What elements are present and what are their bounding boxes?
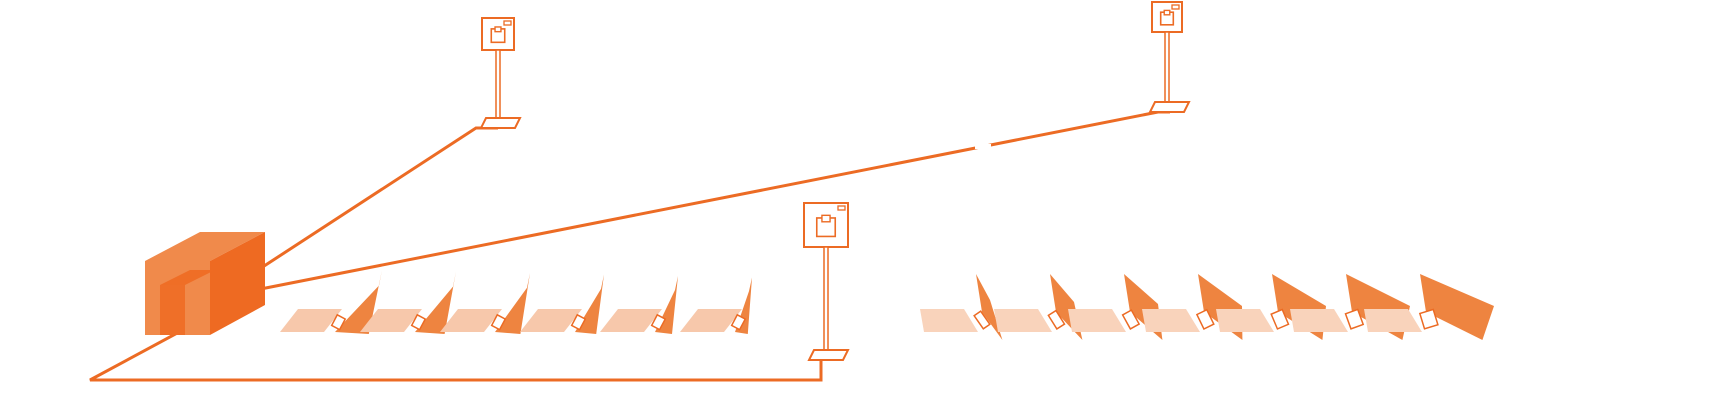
connection-line-pole-3	[89, 308, 823, 382]
signpost-icon	[803, 202, 850, 361]
panel-surface	[1068, 309, 1126, 332]
signpost-base	[1148, 101, 1191, 113]
cube-icon	[145, 232, 265, 335]
panel-surface	[1216, 309, 1274, 332]
signpost-icon	[479, 17, 522, 129]
panel-wing	[495, 273, 530, 334]
signpost-emblem-top	[1163, 9, 1171, 16]
panel-wing	[575, 274, 604, 334]
solar-panel-icon	[1364, 274, 1494, 340]
solar-panel-icon	[280, 270, 382, 334]
solar-panel-icon	[440, 273, 530, 334]
signpost-tab	[837, 205, 846, 211]
left-panel-row	[280, 270, 752, 334]
panel-surface	[280, 309, 342, 332]
signpost-shaft	[823, 246, 829, 357]
cube-inner-front	[160, 285, 185, 335]
solar-panel-icon	[520, 274, 604, 334]
panel-surface	[920, 309, 978, 332]
panel-inverter	[650, 313, 667, 331]
solar-panel-icon	[994, 274, 1083, 340]
panel-wing	[415, 271, 456, 334]
signpost-icon	[1148, 1, 1191, 113]
solar-panel-icon	[600, 276, 678, 334]
pole-group	[479, 1, 1191, 361]
signpost-base	[807, 349, 850, 361]
line-gap-marker	[975, 144, 991, 149]
signpost-tab	[1171, 4, 1180, 10]
panel-surface	[440, 309, 502, 332]
panel-surface	[360, 309, 422, 332]
solar-panel-icon	[680, 277, 752, 334]
panel-inverter	[730, 313, 747, 331]
panel-wing	[1420, 274, 1494, 340]
signpost-emblem-top	[821, 214, 831, 223]
panel-surface	[600, 309, 662, 332]
signpost-board	[481, 17, 515, 51]
panel-wing	[976, 274, 1003, 340]
signpost-tab	[503, 20, 512, 26]
panel-surface	[680, 309, 742, 332]
panel-surface	[1142, 309, 1200, 332]
panel-inverter	[1121, 309, 1141, 330]
panel-inverter	[410, 313, 427, 331]
signpost-shaft	[1164, 31, 1170, 109]
cube-side-face	[210, 232, 265, 335]
cube-inner-top	[160, 270, 215, 285]
signpost-shaft	[495, 49, 501, 125]
solar-panel-icon	[360, 271, 456, 334]
panel-inverter	[1195, 308, 1215, 330]
signpost-base	[479, 117, 522, 129]
panel-wing	[655, 276, 678, 334]
panel-wing	[335, 270, 382, 334]
panel-inverter	[1270, 308, 1290, 330]
panel-inverter	[1344, 308, 1365, 330]
panel-inverter	[973, 310, 991, 330]
panel-inverter	[330, 313, 347, 331]
panel-inverter	[490, 313, 507, 331]
panel-surface	[1364, 309, 1422, 332]
cube-top-face	[145, 232, 265, 261]
signpost-emblem-top	[494, 26, 502, 33]
panel-inverter	[1418, 308, 1439, 330]
panel-surface	[1290, 309, 1348, 332]
panel-surface	[520, 309, 582, 332]
panel-inverter	[570, 313, 587, 331]
right-panel-row	[920, 274, 1494, 340]
signpost-board	[1151, 1, 1183, 33]
panel-inverter	[1047, 309, 1066, 330]
panel-surface	[994, 309, 1052, 332]
solar-panel-icon	[920, 274, 1003, 340]
